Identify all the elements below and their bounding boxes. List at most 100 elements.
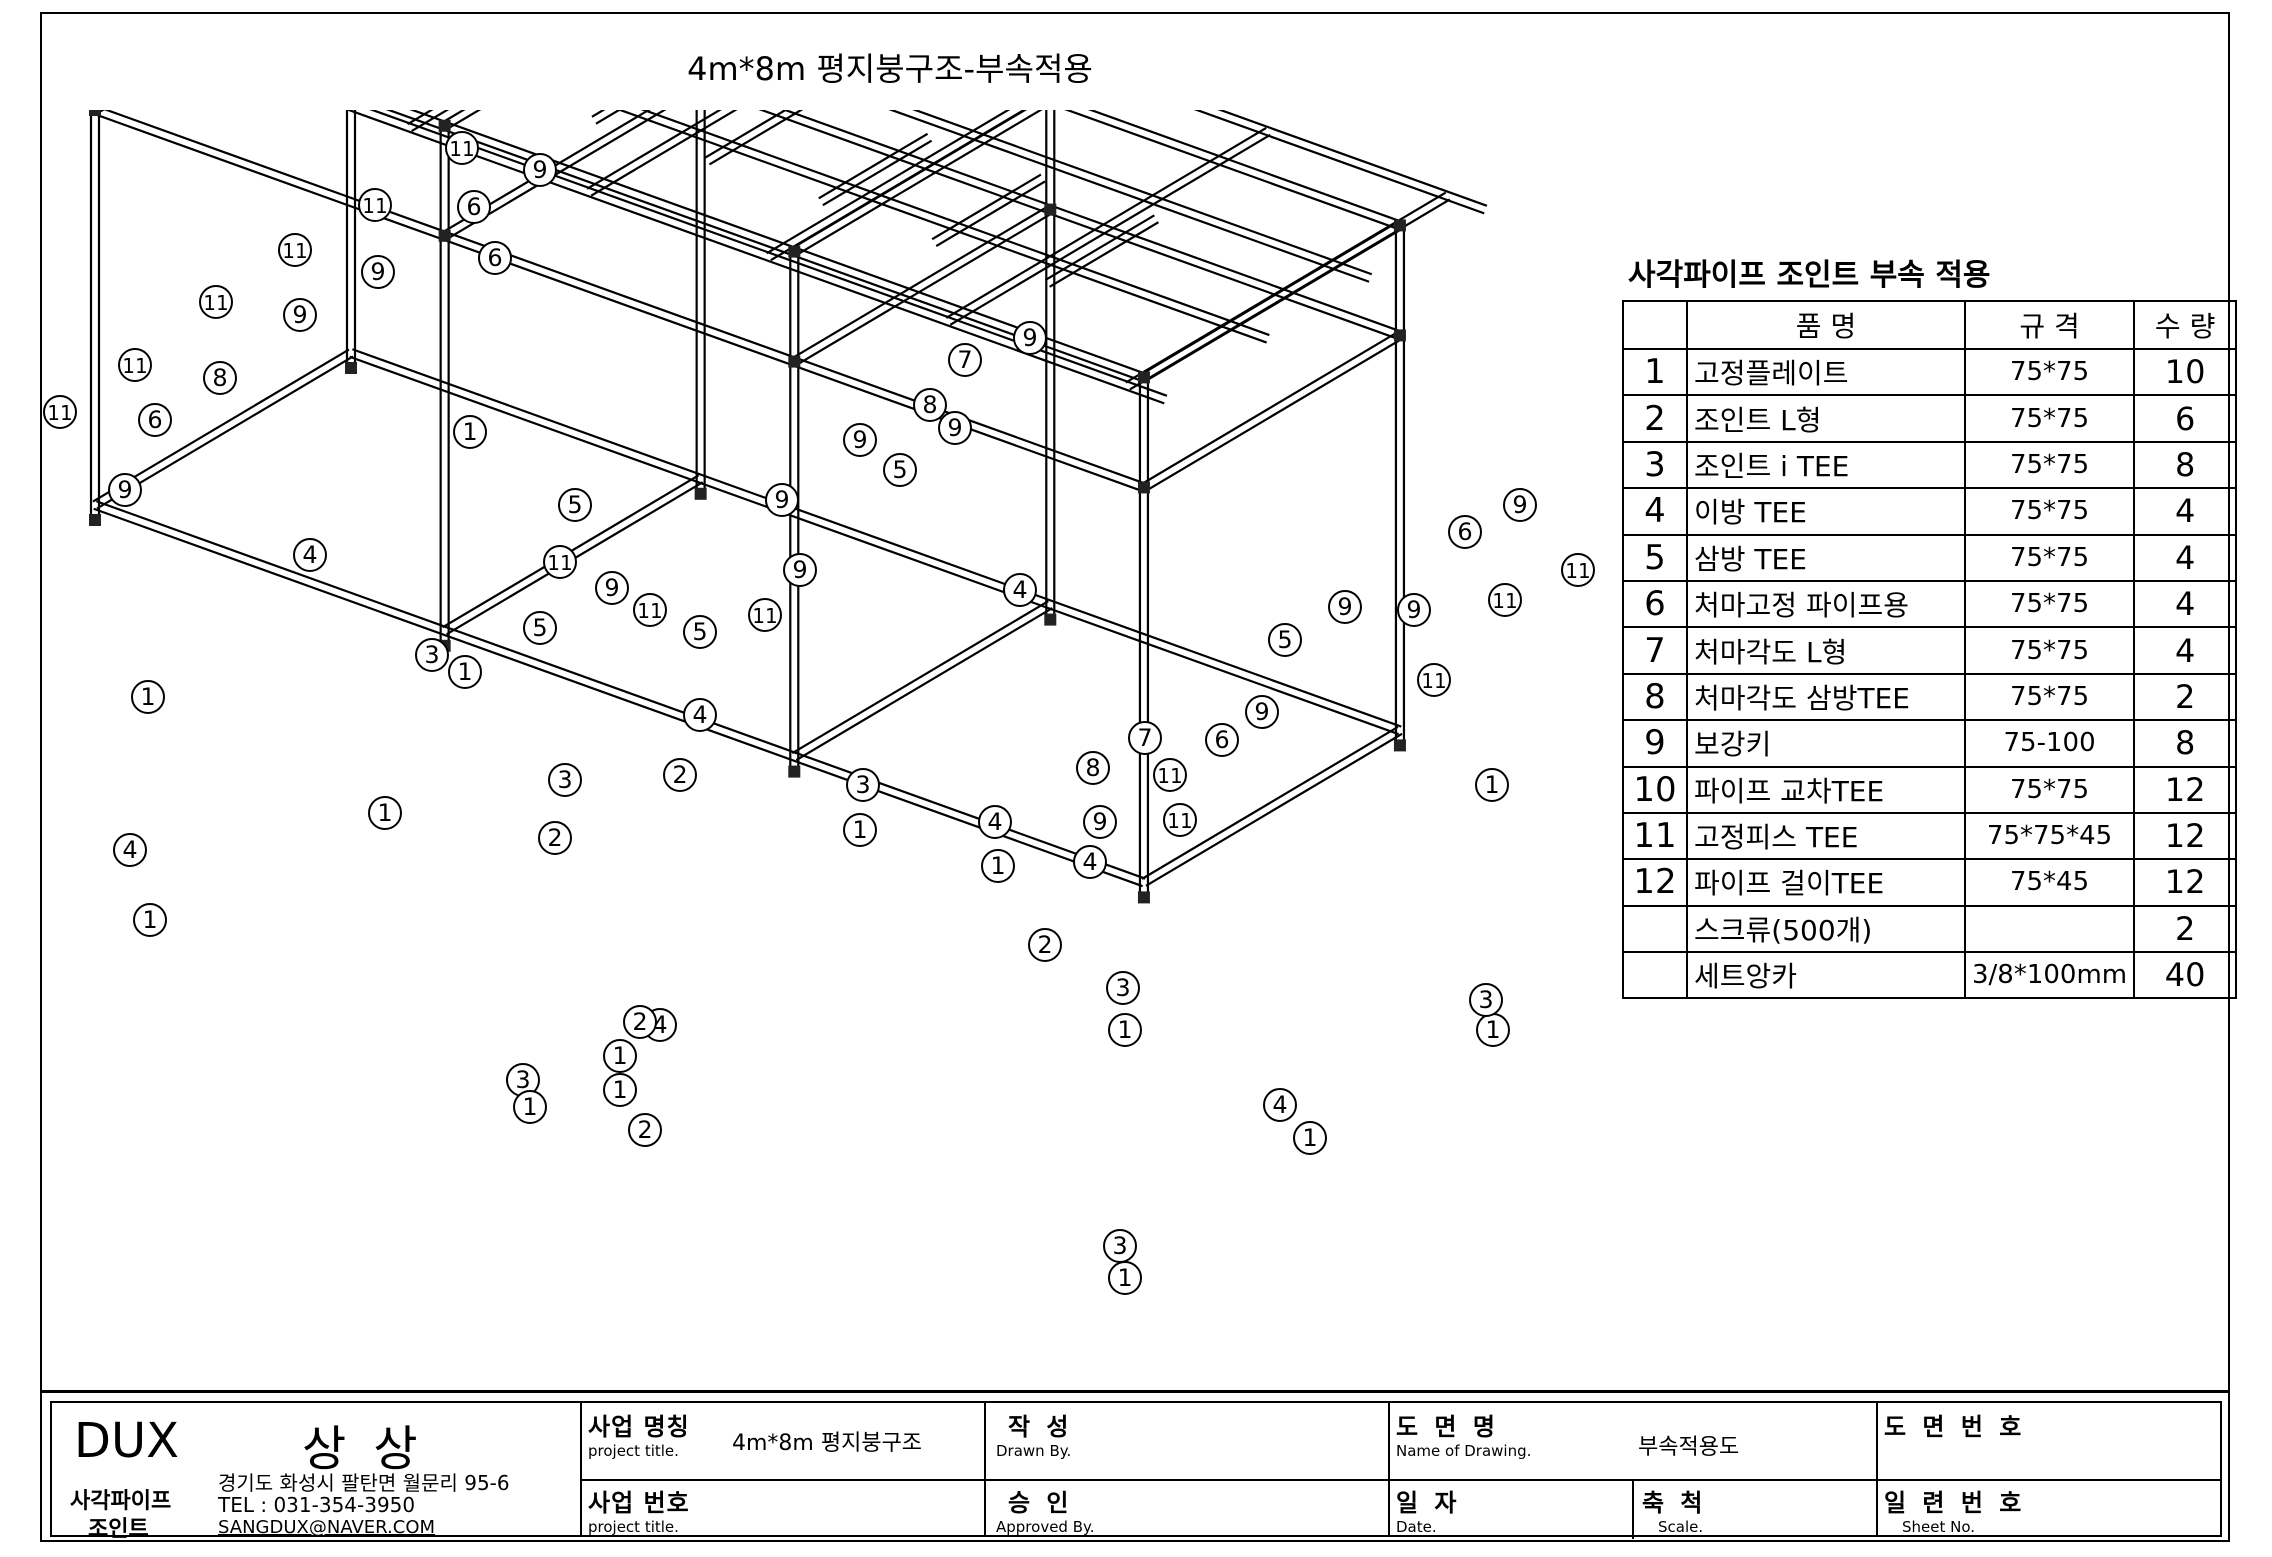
- part-callout: 1: [603, 1073, 637, 1107]
- callout-number: 11: [449, 137, 474, 161]
- part-spec: 75*75: [1963, 626, 2136, 675]
- part-callout: 1: [603, 1039, 637, 1073]
- callout-number: 5: [532, 614, 547, 642]
- callout-number: 11: [547, 551, 572, 575]
- callout-circle: [558, 488, 592, 522]
- callout-number: 2: [672, 761, 687, 789]
- callout-circle: [628, 1113, 662, 1147]
- part-callout: 4: [113, 833, 147, 867]
- callout-number: 11: [203, 291, 228, 315]
- part-spec: 75*75: [1963, 672, 2136, 722]
- date-label: 일 자 Date.: [1396, 1483, 1461, 1536]
- drawn-by-kr: 작 성: [1008, 1413, 1073, 1441]
- callout-circle: [538, 821, 572, 855]
- frame-member: [1141, 726, 1399, 880]
- project-title-kr: 사업 명칭: [588, 1413, 690, 1441]
- part-callout: 11: [1153, 758, 1187, 792]
- callout-circle: [1083, 805, 1117, 839]
- divider-4: [1876, 1403, 1878, 1535]
- divider-2: [984, 1403, 986, 1535]
- joint-marker: [1137, 481, 1150, 494]
- part-callout: 3: [1106, 971, 1140, 1005]
- callout-number: 2: [1037, 931, 1052, 959]
- callout-number: 1: [142, 906, 157, 934]
- callout-number: 1: [1117, 1264, 1132, 1292]
- frame-member: [935, 180, 1046, 247]
- frame-member: [931, 173, 1042, 241]
- divider-h: [580, 1479, 2220, 1481]
- part-name: 세트앙카: [1686, 951, 1966, 1000]
- callout-circle: [1108, 1013, 1142, 1047]
- callout-circle: [543, 545, 577, 579]
- callout-circle: [683, 615, 717, 649]
- joint-marker: [788, 765, 801, 778]
- frame-member: [782, 110, 1402, 333]
- part-qty: 12: [2133, 765, 2238, 814]
- part-no: 2: [1622, 394, 1688, 443]
- part-callout: 4: [293, 538, 327, 572]
- frame-member: [1141, 331, 1399, 485]
- callout-number: 8: [922, 391, 937, 419]
- part-callout: 6: [478, 241, 512, 275]
- part-name: 파이프 걸이TEE: [1686, 858, 1966, 907]
- part-callout: 9: [1503, 488, 1537, 522]
- divider-1: [580, 1403, 582, 1535]
- frame-member: [345, 110, 1165, 405]
- callout-circle: [978, 805, 1012, 839]
- callout-number: 6: [1214, 726, 1229, 754]
- callout-number: 6: [466, 193, 481, 221]
- divider-date-scale: [1632, 1479, 1634, 1539]
- part-name: 처마고정 파이프용: [1686, 579, 1966, 629]
- frame-member: [1044, 214, 1155, 281]
- callout-number: 11: [1421, 669, 1446, 693]
- callout-circle: [415, 638, 449, 672]
- callout-number: 3: [1112, 1232, 1127, 1260]
- part-qty: 8: [2133, 719, 2238, 768]
- part-name: 스크류(500개): [1686, 904, 1966, 954]
- frame-member: [818, 132, 929, 200]
- frame-member: [595, 110, 622, 125]
- callout-circle: [1205, 723, 1239, 757]
- callout-circle: [1469, 983, 1503, 1017]
- part-qty: 12: [2133, 811, 2238, 861]
- drawing-no-label: 도 면 번 호: [1884, 1407, 2025, 1442]
- drawing-title: 4m*8m 평지붕구조-부속적용: [687, 50, 1093, 88]
- callout-number: 9: [117, 476, 132, 504]
- callout-number: 4: [1012, 576, 1027, 604]
- callout-circle: [1073, 845, 1107, 879]
- callout-circle: [1417, 663, 1451, 697]
- part-no: 9: [1622, 719, 1688, 768]
- company-address: 경기도 화성시 팔탄면 월문리 95-6: [218, 1471, 510, 1495]
- part-spec: 75*75: [1963, 533, 2136, 582]
- part-spec: 75*75: [1963, 440, 2136, 490]
- callout-circle: [1103, 1229, 1137, 1263]
- part-callout: 3: [415, 638, 449, 672]
- part-callout: 4: [1003, 573, 1037, 607]
- header-spec: 규 격: [1963, 300, 2136, 350]
- part-callout: 3: [1469, 983, 1503, 1017]
- callout-circle: [938, 411, 972, 445]
- part-qty: 12: [2133, 858, 2238, 907]
- part-callout: 2: [628, 1113, 662, 1147]
- part-callout: 11: [199, 285, 233, 319]
- callout-number: 9: [1337, 593, 1352, 621]
- part-callout: 1: [1475, 768, 1509, 802]
- part-callout: 5: [523, 611, 557, 645]
- drawn-by-label: 작 성 Drawn By.: [996, 1407, 1073, 1460]
- part-callout: 11: [1488, 583, 1522, 617]
- part-callout: 9: [843, 423, 877, 457]
- frame-member: [369, 110, 1168, 397]
- parts-table-caption: 사각파이프 조인트 부속 적용: [1628, 258, 1991, 293]
- callout-number: 9: [852, 426, 867, 454]
- callout-number: 1: [522, 1093, 537, 1121]
- part-qty: 8: [2133, 440, 2238, 490]
- joint-marker: [345, 362, 357, 374]
- part-callout: 5: [558, 488, 592, 522]
- callout-number: 9: [1254, 698, 1269, 726]
- frame-member: [590, 110, 738, 197]
- part-no: [1622, 904, 1688, 954]
- part-spec: 75*45: [1963, 858, 2136, 907]
- callout-circle: [293, 538, 327, 572]
